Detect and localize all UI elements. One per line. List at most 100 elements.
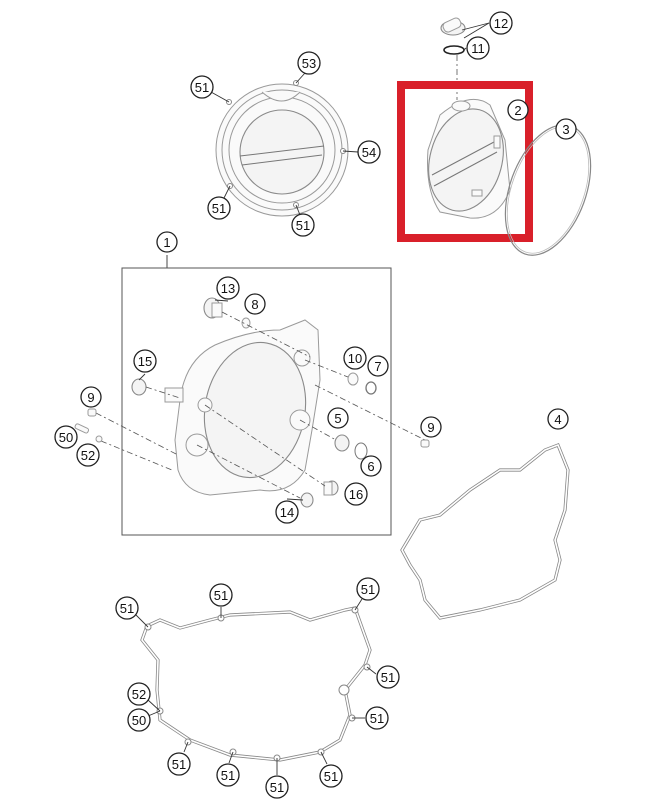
callout-label: 12	[494, 16, 508, 31]
callout-circle	[216, 763, 240, 787]
callout-label: 52	[81, 448, 95, 463]
washer-52-left[interactable]	[95, 435, 103, 443]
callout-circle	[466, 36, 490, 60]
callout-circle	[507, 99, 529, 121]
callout-circle	[190, 75, 214, 99]
callout-label: 51	[324, 769, 338, 784]
callout-label: 54	[362, 145, 376, 160]
callout-label: 13	[221, 281, 235, 296]
callout-label: 3	[562, 122, 569, 137]
callout-part-12[interactable]: 12	[489, 11, 513, 35]
callout-circle	[133, 349, 157, 373]
dowel-pin-9-right[interactable]	[420, 439, 430, 448]
callout-part-54[interactable]: 54	[357, 140, 381, 164]
callout-label: 14	[280, 505, 294, 520]
callout-part-53[interactable]: 53	[297, 51, 321, 75]
callout-label: 51	[296, 218, 310, 233]
callout-circle	[127, 708, 151, 732]
o-ring-11[interactable]	[443, 45, 465, 55]
callout-label: 1	[163, 235, 170, 250]
callout-part-51[interactable]: 51	[209, 583, 233, 607]
callout-circle	[54, 425, 78, 449]
callout-circle	[365, 706, 389, 730]
callout-part-51[interactable]: 51	[376, 665, 400, 689]
callout-label: 6	[367, 459, 374, 474]
clutch-housing-part-1[interactable]	[164, 319, 321, 496]
gasket-part-4[interactable]	[400, 442, 570, 620]
dowel-pin-9-left[interactable]	[87, 408, 97, 417]
callout-part-11[interactable]: 11	[466, 36, 490, 60]
callout-part-13[interactable]: 13	[216, 276, 240, 300]
callout-label: 11	[471, 41, 485, 56]
highlight-box	[397, 81, 533, 242]
callout-label: 51	[212, 201, 226, 216]
callout-part-10[interactable]: 10	[343, 346, 367, 370]
callout-part-51[interactable]: 51	[365, 706, 389, 730]
callout-circle	[297, 51, 321, 75]
callout-circle	[291, 213, 315, 237]
callout-layer: 1234567899101112131415165052515354515151…	[54, 11, 577, 799]
callout-label: 51	[120, 601, 134, 616]
callout-circle	[344, 482, 368, 506]
callout-part-6[interactable]: 6	[360, 455, 382, 477]
callout-circle	[376, 665, 400, 689]
callout-circle	[115, 596, 139, 620]
callout-part-5[interactable]: 5	[327, 407, 349, 429]
callout-part-4[interactable]: 4	[547, 408, 569, 430]
clutch-cover-part-2[interactable]	[418, 98, 514, 219]
callout-part-16[interactable]: 16	[344, 482, 368, 506]
callout-label: 7	[374, 359, 381, 374]
callout-part-52[interactable]: 52	[76, 443, 100, 467]
callout-part-3[interactable]: 3	[555, 118, 577, 140]
o-ring-6[interactable]	[354, 442, 368, 460]
callout-label: 51	[361, 582, 375, 597]
callout-label: 5	[334, 411, 341, 426]
callout-part-50[interactable]: 50	[54, 425, 78, 449]
callout-label: 51	[381, 670, 395, 685]
ring-10[interactable]	[347, 372, 359, 386]
callout-part-51[interactable]: 51	[319, 764, 343, 788]
callout-part-51[interactable]: 51	[207, 196, 231, 220]
oil-filler-plug[interactable]	[440, 17, 466, 36]
bushing-16[interactable]	[323, 480, 339, 496]
bearing-13[interactable]	[203, 297, 223, 319]
callout-part-51[interactable]: 51	[190, 75, 214, 99]
callout-part-51[interactable]: 51	[265, 775, 289, 799]
callout-part-51[interactable]: 51	[115, 596, 139, 620]
callout-circle	[209, 583, 233, 607]
callout-circle	[80, 386, 102, 408]
callout-part-9[interactable]: 9	[420, 416, 442, 438]
callout-label: 9	[427, 420, 434, 435]
shaft-seal-15[interactable]	[131, 378, 147, 396]
callout-part-2[interactable]: 2	[507, 99, 529, 121]
circlip-7[interactable]	[365, 381, 377, 395]
callout-part-52[interactable]: 52	[127, 682, 151, 706]
callout-label: 16	[349, 487, 363, 502]
callout-part-7[interactable]: 7	[367, 355, 389, 377]
callout-part-51[interactable]: 51	[291, 213, 315, 237]
callout-part-15[interactable]: 15	[133, 349, 157, 373]
callout-circle	[207, 196, 231, 220]
callout-label: 8	[251, 297, 258, 312]
seal-5[interactable]	[334, 434, 350, 452]
callout-circle	[275, 500, 299, 524]
callout-part-51[interactable]: 51	[167, 752, 191, 776]
callout-part-1[interactable]: 1	[156, 231, 178, 253]
assembly-box-part-1	[121, 267, 392, 536]
screw-50-left[interactable]	[74, 423, 90, 434]
callout-part-50[interactable]: 50	[127, 708, 151, 732]
callout-label: 51	[270, 780, 284, 795]
callout-circle	[167, 752, 191, 776]
callout-circle	[265, 775, 289, 799]
callout-label: 51	[214, 588, 228, 603]
callout-label: 51	[221, 768, 235, 783]
callout-circle	[244, 293, 266, 315]
callout-part-14[interactable]: 14	[275, 500, 299, 524]
outer-clutch-cover[interactable]	[215, 80, 349, 217]
callout-part-51[interactable]: 51	[216, 763, 240, 787]
cover-gasket-bottom[interactable]	[140, 606, 372, 762]
callout-part-8[interactable]: 8	[244, 293, 266, 315]
callout-part-51[interactable]: 51	[356, 577, 380, 601]
callout-part-9[interactable]: 9	[80, 386, 102, 408]
